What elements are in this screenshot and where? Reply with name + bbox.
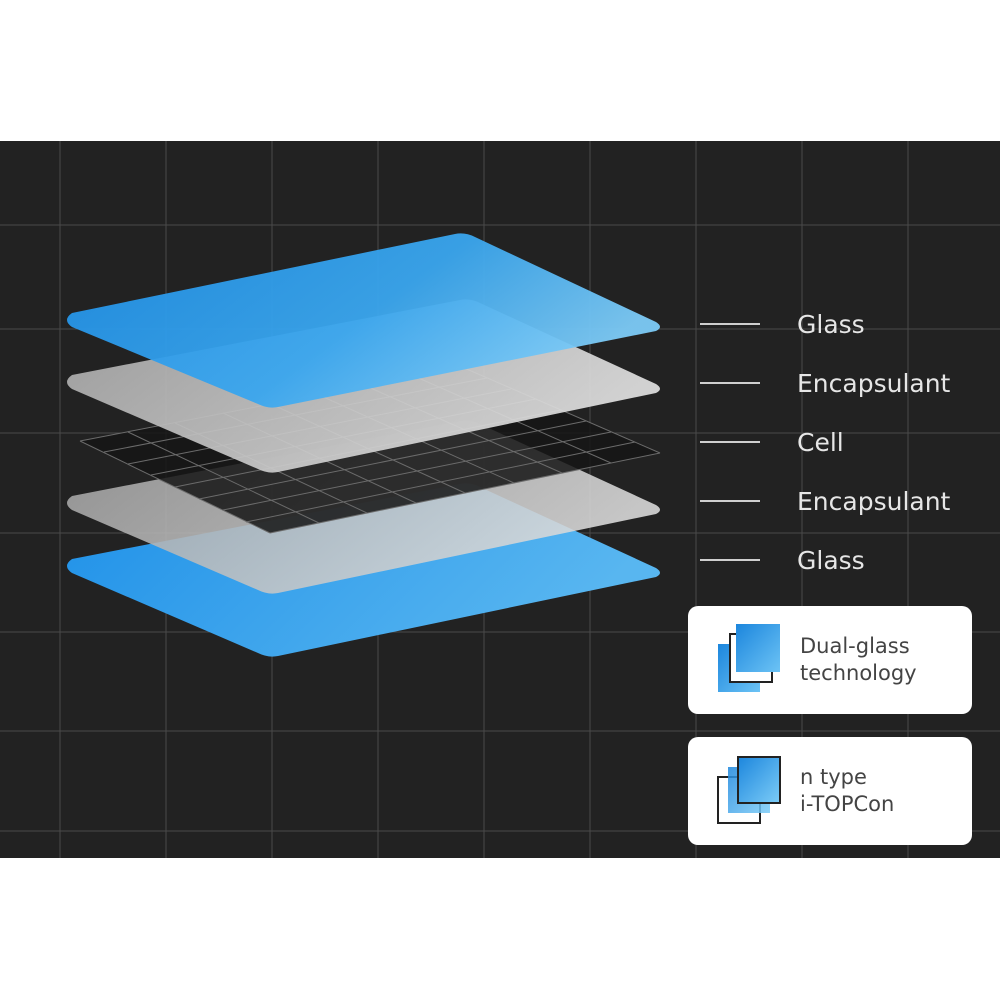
layer-label-text: Cell [797,427,844,457]
n-type-cell-icon [717,756,781,824]
diagram-panel: Glass Encapsulant Cell Encapsulant Glass… [0,141,1000,858]
label-leader-line [700,559,760,561]
dual-glass-icon [718,624,780,692]
layer-label-encapsulant-top: Encapsulant [700,363,950,403]
feature-text: Dual-glass technology [800,633,917,687]
layer-label-glass-bottom: Glass [700,540,865,580]
label-leader-line [700,323,760,325]
feature-line-1: n type [800,765,867,789]
feature-line-2: technology [800,661,917,685]
label-leader-line [700,441,760,443]
feature-line-1: Dual-glass [800,634,910,658]
layer-label-text: Encapsulant [797,368,951,398]
label-leader-line [700,382,760,384]
layer-label-text: Encapsulant [797,486,951,516]
feature-card-dual-glass: Dual-glass technology [688,606,972,714]
layer-label-encapsulant-bottom: Encapsulant [700,481,950,521]
layer-label-glass-top: Glass [700,304,865,344]
layer-label-cell: Cell [700,422,844,462]
label-leader-line [700,500,760,502]
feature-line-2: i-TOPCon [800,792,895,816]
feature-text: n type i-TOPCon [800,764,894,818]
layer-label-text: Glass [797,309,865,339]
layer-label-text: Glass [797,545,865,575]
layer-stack-illustration [0,141,1000,858]
feature-card-n-type: n type i-TOPCon [688,737,972,845]
top-glass-layer [67,233,660,408]
